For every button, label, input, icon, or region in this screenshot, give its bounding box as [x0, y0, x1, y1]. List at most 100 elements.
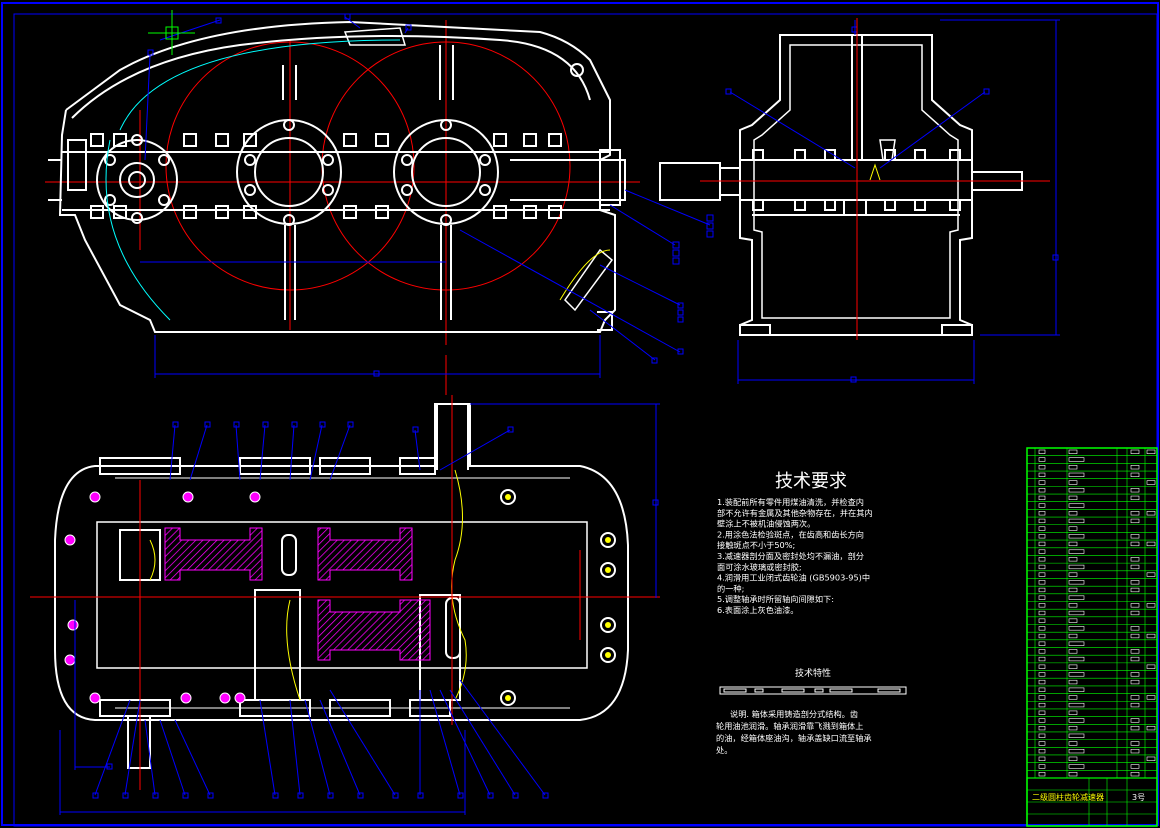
flange-bolt	[183, 205, 197, 219]
drawing-title: 二级圆柱齿轮减速器	[1032, 792, 1104, 802]
bom-cell-text	[1130, 449, 1140, 454]
top-bolt-head	[600, 562, 616, 578]
bom-cell-text	[1146, 695, 1156, 700]
leader-tag	[487, 792, 494, 799]
leader-line	[144, 719, 156, 796]
flange-bolt	[215, 205, 229, 219]
bom-cell-text	[1038, 526, 1046, 531]
bom-cell-text	[1146, 480, 1156, 485]
side-bolt	[824, 149, 836, 161]
top-bolt-center	[605, 537, 611, 543]
bom-cell-text	[1068, 641, 1085, 646]
explanation-line: 的油，经箱体座油沟，轴承盖缺口流至轴承	[716, 733, 872, 743]
bom-cell-text	[1038, 633, 1046, 639]
side-bolt	[794, 199, 806, 211]
bom-cell-text	[1146, 664, 1156, 669]
bom-cell-text	[1038, 518, 1046, 524]
bom-cell-text	[1038, 580, 1046, 585]
front-view-dimensions	[140, 13, 714, 378]
bom-cell-text	[1068, 649, 1078, 654]
bom-cell-text	[1038, 733, 1046, 738]
bearing-cover-bolt	[479, 184, 491, 196]
leader-line	[159, 719, 186, 796]
top-bolt	[64, 534, 76, 546]
leader-tag	[92, 792, 99, 799]
bom-cell-text	[1038, 772, 1046, 777]
top-bolt-center	[505, 695, 511, 701]
top-bolt	[67, 619, 79, 631]
technical-characteristics: 技术特性	[719, 667, 907, 695]
top-view-gear-sections	[164, 527, 461, 661]
bearing-cover-bolt	[104, 154, 116, 166]
leader-tag	[122, 792, 129, 799]
tech-characteristics-title: 技术特性	[795, 667, 831, 679]
tech-requirement-line: 2.用涂色法检验斑点，在齿高和齿长方向	[717, 529, 864, 539]
explanation-line: 轮用油池润滑。轴承润滑靠飞溅到箱体上	[716, 721, 863, 731]
bom-cell-text	[1130, 695, 1140, 700]
leader-line	[414, 429, 421, 471]
bom-cell-text	[1068, 725, 1078, 731]
leader-line	[459, 679, 546, 796]
bom-cell-text	[1038, 549, 1046, 554]
bom-cell-text	[1038, 541, 1046, 547]
bom-cell-text	[1068, 564, 1085, 570]
bearing-cover-bolt	[283, 214, 295, 226]
leader-line	[289, 424, 295, 481]
bom-cell-text	[1068, 472, 1085, 477]
leader-tag	[204, 421, 211, 428]
bom-cell-text	[1130, 534, 1140, 539]
bom-cell-text	[1038, 557, 1046, 562]
top-bolt	[180, 692, 192, 704]
bom-cell-text	[1068, 741, 1078, 746]
side-bolt	[752, 149, 764, 161]
bearing-cap	[67, 139, 87, 191]
bom-cell-text	[1068, 503, 1085, 508]
bom-cell-text	[1130, 672, 1140, 677]
leader-tag	[417, 792, 424, 799]
bom-cell-text	[1130, 725, 1140, 731]
bearing-seat	[409, 699, 451, 717]
bom-cell-text	[1130, 749, 1140, 754]
top-bolt-center	[605, 567, 611, 573]
bom-cell-text	[1068, 710, 1078, 715]
top-bolt	[64, 654, 76, 666]
bearing-cover-bolt	[440, 214, 452, 226]
bom-cell-text	[1038, 472, 1046, 477]
side-view	[659, 34, 1023, 336]
bom-cell-text	[1038, 564, 1046, 570]
bearing-cover-bolt	[244, 184, 256, 196]
bom-cell-text	[1130, 702, 1140, 708]
bom-cell-text	[1068, 733, 1085, 738]
bom-cell-text	[1038, 495, 1046, 501]
title-block: 二级圆柱齿轮减速器 3号	[1032, 792, 1145, 802]
leader-tag	[327, 792, 334, 799]
bom-cell-text	[1068, 572, 1078, 577]
technical-requirements: 技术要求 1.装配前所有零件用煤油清洗，并检查内部不允许有金属及其他杂物存在，并…	[717, 471, 873, 615]
flange-bolt	[243, 133, 257, 147]
tech-requirement-line: 4.润滑用工业闭式齿轮油 (GB5903-95)中	[717, 573, 870, 583]
tech-requirement-line: 1.装配前所有零件用煤油清洗，并检查内	[717, 497, 864, 507]
bom-cell-text	[1038, 749, 1046, 754]
explanation-line: 处。	[716, 745, 732, 755]
bom-cell-text	[1130, 465, 1140, 470]
bearing-seat	[329, 699, 391, 717]
bom-cell-text	[1068, 679, 1078, 685]
side-bolt	[949, 149, 961, 161]
top-bolt-head	[600, 532, 616, 548]
bom-cell-text	[1038, 626, 1046, 631]
bom-cell-text	[1130, 472, 1140, 477]
top-bolt-head	[600, 647, 616, 663]
bom-cell-text	[1038, 511, 1046, 516]
flange-bolt	[183, 133, 197, 147]
bom-cell-text	[1038, 465, 1046, 470]
flange-bolt	[493, 133, 507, 147]
top-bolt	[182, 491, 194, 503]
bearing-cover-bolt	[322, 184, 334, 196]
bearing-cover-bolt	[401, 154, 413, 166]
flange-bolt	[375, 133, 389, 147]
bom-cell-text	[1130, 564, 1140, 570]
bom-cell-text	[1130, 633, 1140, 639]
leader-tag	[412, 426, 419, 433]
leader-tag	[291, 421, 298, 428]
